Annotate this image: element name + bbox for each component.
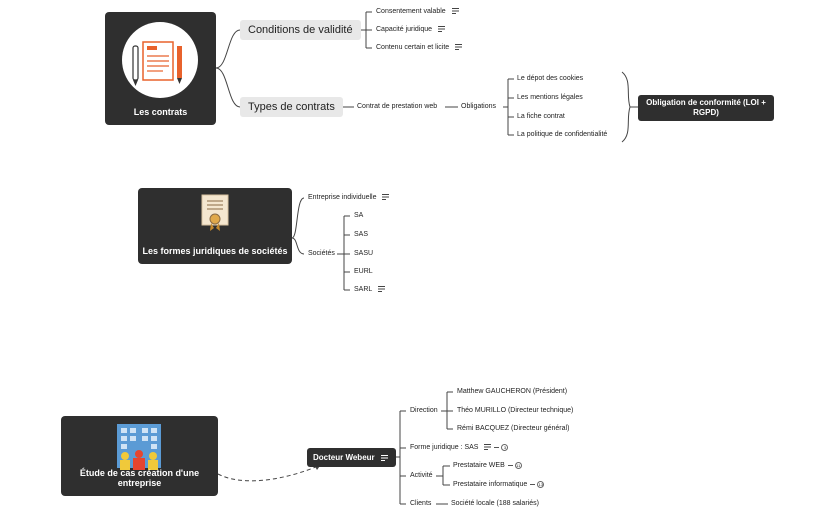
root-label: Les contrats xyxy=(133,107,188,117)
leaf-politique[interactable]: La politique de confidentialité xyxy=(517,131,608,138)
building-icon xyxy=(111,422,167,472)
node-obligation-conformite[interactable]: Obligation de conformité (LOI + RGPD) xyxy=(638,95,774,121)
note-icon xyxy=(380,454,388,461)
node-docteur-webeur[interactable]: Docteur Webeur xyxy=(307,448,396,467)
leaf-prestation-web[interactable]: Contrat de prestation web xyxy=(357,103,438,110)
leaf-direction[interactable]: Direction xyxy=(410,407,438,414)
root-node-formes[interactable]: Les formes juridiques de sociétés xyxy=(138,188,292,264)
branch-conditions-validite[interactable]: Conditions de validité xyxy=(240,20,361,40)
leaf-capacite[interactable]: Capacité juridique xyxy=(376,25,446,35)
root-label: Les formes juridiques de sociétés xyxy=(142,246,288,256)
root-node-contrats[interactable]: Les contrats xyxy=(105,12,216,125)
leaf-mentions[interactable]: Les mentions légales xyxy=(517,94,583,101)
contract-illustration xyxy=(119,20,201,100)
leaf-fiche[interactable]: La fiche contrat xyxy=(517,113,565,120)
root-node-etude-de-cas[interactable]: Étude de cas création d'une entreprise xyxy=(61,416,218,496)
branch-types-contrats[interactable]: Types de contrats xyxy=(240,97,343,117)
leaf-sarl[interactable]: SARL xyxy=(354,285,386,295)
certificate-icon xyxy=(200,194,230,232)
leaf-president[interactable]: Matthew GAUCHERON (Président) xyxy=(457,388,568,395)
leaf-sa[interactable]: SA xyxy=(354,212,364,219)
note-icon xyxy=(382,194,390,201)
note-icon xyxy=(455,44,463,51)
collapsed-count-badge[interactable]: 13 xyxy=(537,480,545,488)
leaf-obligations[interactable]: Obligations xyxy=(461,103,497,110)
root-label: Étude de cas création d'une entreprise xyxy=(79,468,200,488)
note-icon xyxy=(438,26,446,33)
leaf-directeur-technique[interactable]: Théo MURILLO (Directeur technique) xyxy=(457,407,574,414)
leaf-sas[interactable]: SAS xyxy=(354,231,369,238)
leaf-societe-locale[interactable]: Société locale (188 salariés) xyxy=(451,500,539,507)
collapsed-count-badge[interactable]: 3 xyxy=(501,443,509,451)
leaf-directeur-general[interactable]: Rémi BACQUEZ (Directeur général) xyxy=(457,425,570,432)
leaf-contenu[interactable]: Contenu certain et licite xyxy=(376,43,463,53)
leaf-cookies[interactable]: Le dépot des cookies xyxy=(517,75,584,82)
note-icon xyxy=(451,8,459,15)
leaf-clients[interactable]: Clients xyxy=(410,500,432,507)
leaf-entreprise-individuelle[interactable]: Entreprise individuelle xyxy=(308,193,390,203)
leaf-consentement[interactable]: Consentement valable xyxy=(376,7,459,17)
note-icon xyxy=(378,286,386,293)
leaf-eurl[interactable]: EURL xyxy=(354,268,373,275)
note-icon xyxy=(484,444,492,451)
leaf-sasu[interactable]: SASU xyxy=(354,250,374,257)
leaf-societes[interactable]: Sociétés xyxy=(308,250,335,257)
collapsed-count-badge[interactable]: 11 xyxy=(514,461,522,469)
leaf-activite[interactable]: Activité xyxy=(410,472,433,479)
